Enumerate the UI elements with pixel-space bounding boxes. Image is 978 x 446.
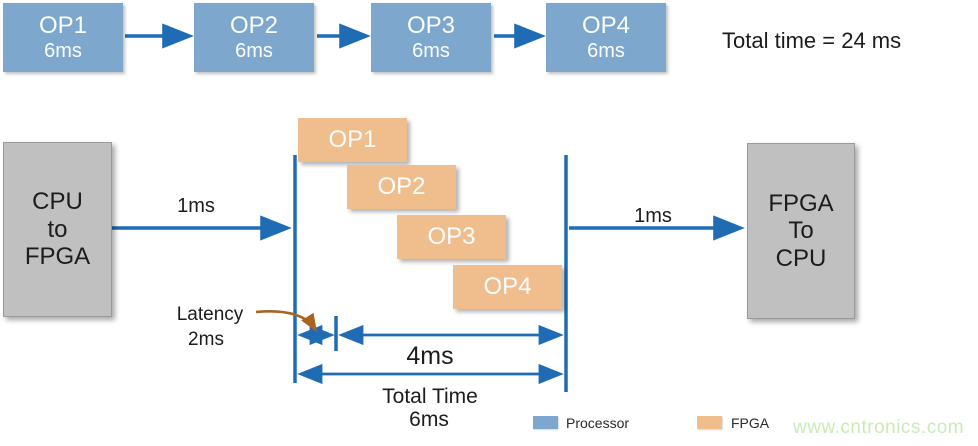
cpu-to-fpga-line3: FPGA <box>24 243 91 271</box>
seq-op1-label: OP1 <box>38 11 88 39</box>
latency-label: Latency <box>176 304 244 325</box>
legend-fpga-label: FPGA <box>731 415 770 431</box>
transfer-out-time-label: 1ms <box>634 205 672 227</box>
compute-time-label: 4ms <box>406 342 454 370</box>
cpu-to-fpga-line1: CPU <box>32 188 83 216</box>
fpga-to-cpu-line2: To <box>788 217 814 245</box>
latency-time-label: 2ms <box>188 329 224 350</box>
latency-pointer-curve <box>255 310 317 333</box>
seq-op3-time: 6ms <box>412 39 450 62</box>
cpu-to-fpga-box: CPU to FPGA <box>3 142 112 317</box>
pipe-op3-label: OP3 <box>427 223 476 250</box>
pipe-op1-label: OP1 <box>328 126 377 153</box>
seq-op2-label: OP2 <box>229 11 279 39</box>
fpga-to-cpu-line1: FPGA <box>768 189 834 217</box>
pipe-op4-label: OP4 <box>483 273 532 300</box>
total-time-value: 6ms <box>409 408 449 431</box>
legend-fpga-swatch <box>697 416 722 429</box>
seq-op1-box: OP1 6ms <box>3 3 123 72</box>
sequential-total-time-label: Total time = 24 ms <box>722 28 902 53</box>
seq-op4-time: 6ms <box>587 39 625 62</box>
watermark-text: www.cntronics.com <box>793 417 965 438</box>
seq-op1-time: 6ms <box>44 39 82 62</box>
seq-op4-box: OP4 6ms <box>546 3 666 72</box>
pipe-op1-box: OP1 <box>298 118 407 162</box>
seq-op3-box: OP3 6ms <box>371 3 491 72</box>
pipe-op2-label: OP2 <box>377 173 426 200</box>
total-time-label: Total Time <box>382 385 478 408</box>
pipe-op4-box: OP4 <box>453 265 562 309</box>
legend-processor-swatch <box>533 416 558 429</box>
cpu-to-fpga-line2: to <box>47 215 68 243</box>
transfer-in-time-label: 1ms <box>177 195 215 217</box>
seq-op2-box: OP2 6ms <box>194 3 314 72</box>
pipe-op2-box: OP2 <box>347 165 456 209</box>
seq-op3-label: OP3 <box>406 11 456 39</box>
fpga-to-cpu-line3: CPU <box>775 244 827 272</box>
seq-op4-label: OP4 <box>581 11 631 39</box>
fpga-to-cpu-box: FPGA To CPU <box>747 143 855 319</box>
legend-processor-label: Processor <box>566 415 630 431</box>
seq-op2-time: 6ms <box>235 39 273 62</box>
pipe-op3-box: OP3 <box>397 215 506 259</box>
